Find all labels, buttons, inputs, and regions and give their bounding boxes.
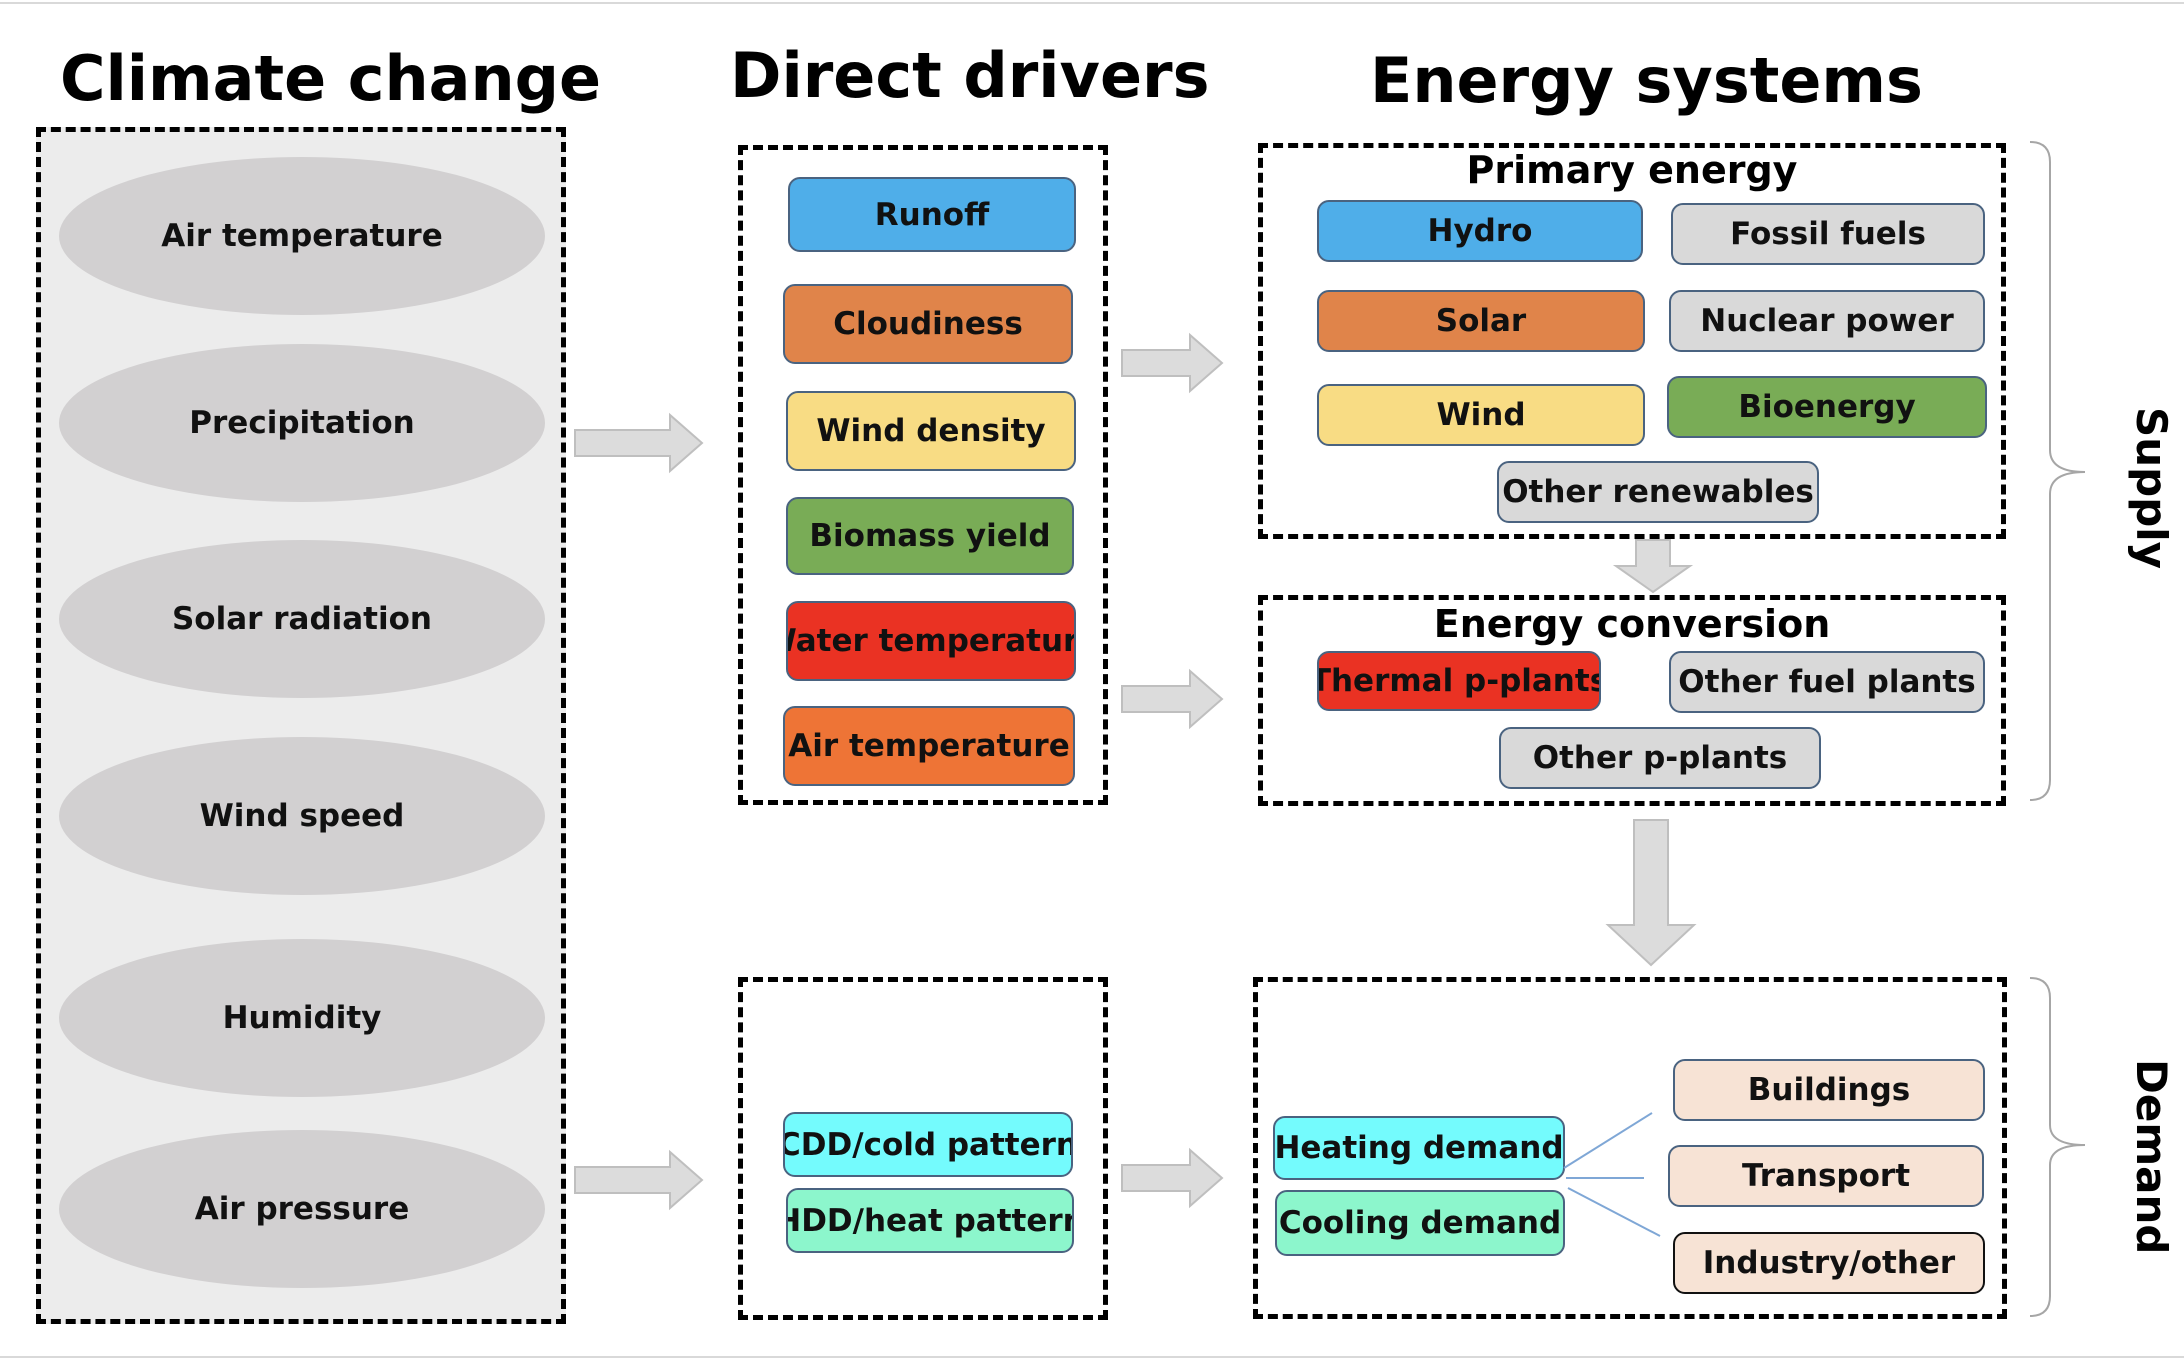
- conversion-thermal-p-plants: Thermal p-plants: [1317, 651, 1601, 711]
- climate-change-panel: Air temperature Precipitation Solar radi…: [36, 127, 566, 1324]
- driver-air-temperature: Air temperature: [783, 706, 1075, 786]
- arrow-drivers-to-demand: [1121, 1147, 1224, 1209]
- driver-cdd-cold-pattern: CDD/cold pattern: [783, 1112, 1073, 1177]
- heading-energy-systems: Energy systems: [1370, 44, 1923, 117]
- direct-drivers-supply-panel: Runoff Cloudiness Wind density Biomass y…: [738, 145, 1108, 805]
- arrow-drivers-to-primary-energy: [1121, 332, 1224, 394]
- demand-heating: Heating demand: [1273, 1116, 1565, 1180]
- energy-conversion-panel: Energy conversion Thermal p-plants Other…: [1258, 595, 2006, 806]
- conversion-other-fuel-plants: Other fuel plants: [1669, 651, 1985, 713]
- top-border-line: [0, 2, 2184, 4]
- demand-cooling: Cooling demand: [1275, 1190, 1565, 1256]
- bottom-border-line: [0, 1356, 2184, 1358]
- driver-runoff: Runoff: [788, 177, 1076, 252]
- primary-nuclear-power: Nuclear power: [1669, 290, 1985, 352]
- sector-transport: Transport: [1668, 1145, 1984, 1207]
- primary-hydro: Hydro: [1317, 200, 1643, 262]
- demand-panel: Heating demand Cooling demand Buildings …: [1253, 977, 2007, 1319]
- primary-other-renewables: Other renewables: [1497, 461, 1819, 523]
- demand-bracket: [2029, 977, 2086, 1317]
- arrow-climate-to-drivers-demand: [574, 1149, 704, 1211]
- driver-cloudiness: Cloudiness: [783, 284, 1073, 364]
- primary-energy-title: Primary energy: [1466, 148, 1798, 192]
- energy-conversion-title: Energy conversion: [1433, 602, 1831, 646]
- primary-energy-panel: Primary energy Hydro Fossil fuels Solar …: [1258, 143, 2006, 539]
- primary-solar: Solar: [1317, 290, 1645, 352]
- heading-climate-change: Climate change: [60, 42, 602, 115]
- driver-biomass-yield: Biomass yield: [786, 497, 1074, 575]
- climate-factor-wind-speed: Wind speed: [59, 737, 545, 895]
- arrow-drivers-to-energy-conversion: [1121, 668, 1224, 730]
- primary-wind: Wind: [1317, 384, 1645, 446]
- connector-to-buildings: [1563, 1112, 1653, 1169]
- arrow-primary-to-conversion: [1612, 539, 1694, 594]
- climate-factor-solar-radiation: Solar radiation: [59, 540, 545, 698]
- supply-bracket: [2029, 141, 2086, 801]
- direct-drivers-demand-panel: CDD/cold pattern HDD/heat pattern: [738, 977, 1108, 1320]
- arrow-climate-to-drivers-supply: [574, 412, 704, 474]
- primary-bioenergy: Bioenergy: [1667, 376, 1987, 438]
- primary-fossil-fuels: Fossil fuels: [1671, 203, 1985, 265]
- climate-factor-air-temperature: Air temperature: [59, 157, 545, 315]
- climate-factor-precipitation: Precipitation: [59, 344, 545, 502]
- driver-hdd-heat-pattern: HDD/heat pattern: [786, 1188, 1074, 1253]
- climate-factor-humidity: Humidity: [59, 939, 545, 1097]
- sector-industry-other: Industry/other: [1673, 1232, 1985, 1294]
- heading-direct-drivers: Direct drivers: [730, 39, 1210, 112]
- driver-water-temperature: Water temperature: [786, 601, 1076, 681]
- connector-to-industry: [1567, 1187, 1661, 1237]
- climate-factor-air-pressure: Air pressure: [59, 1130, 545, 1288]
- conversion-other-p-plants: Other p-plants: [1499, 727, 1821, 789]
- driver-wind-density: Wind density: [786, 391, 1076, 471]
- arrow-supply-to-demand: [1605, 819, 1697, 967]
- sector-buildings: Buildings: [1673, 1059, 1985, 1121]
